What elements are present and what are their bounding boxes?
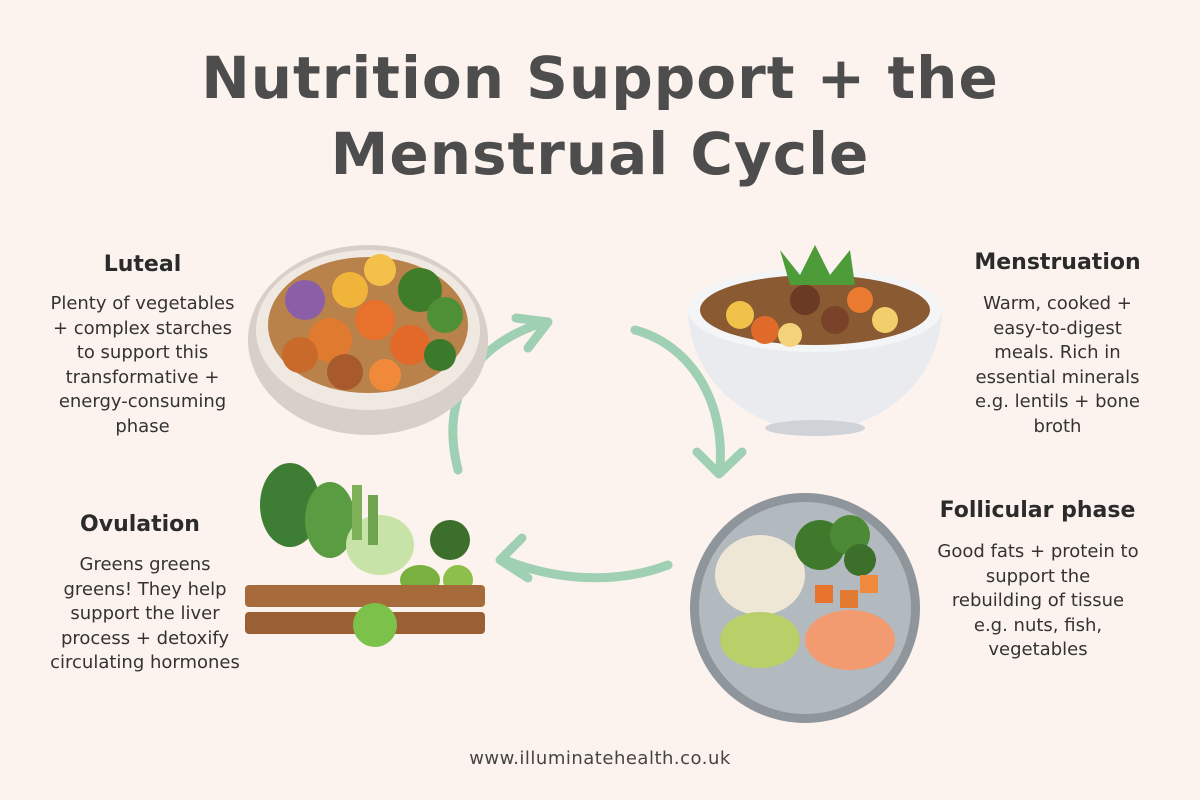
follicular-description: Good fats + protein to support the rebui… [918, 540, 1158, 663]
ovulation-line-4: process + detoxify [60, 627, 230, 649]
follicular-line-2: support the [985, 565, 1091, 587]
luteal-line-4: transformative + [65, 366, 220, 388]
page-title: Nutrition Support + the Menstrual Cycle [0, 40, 1200, 192]
menstruation-line-2: easy-to-digest [993, 317, 1122, 339]
ovulation-heading: Ovulation [80, 512, 200, 537]
website-url: www.illuminatehealth.co.uk [469, 748, 731, 769]
ovulation-description: Greens greens greens! They help support … [20, 553, 270, 676]
luteal-bowl-illustration [248, 245, 488, 435]
ovulation-line-1: Greens greens [79, 554, 211, 575]
luteal-line-6: phase [115, 415, 170, 437]
ovulation-line-2: greens! They help [63, 578, 227, 600]
luteal-line-1: Plenty of vegetables [50, 293, 235, 314]
follicular-plate-illustration [690, 493, 920, 723]
menstruation-line-1: Warm, cooked + [983, 293, 1132, 314]
arrow-luteal-to-menstruation-head [511, 313, 553, 353]
menstruation-line-3: meals. Rich in [994, 342, 1121, 363]
menstruation-description: Warm, cooked + easy-to-digest meals. Ric… [945, 292, 1170, 439]
follicular-line-5: vegetables [988, 639, 1088, 660]
arrow-follicular-to-ovulation [500, 555, 673, 583]
follicular-heading: Follicular phase [939, 498, 1136, 523]
arrow-menstruation-to-follicular [630, 325, 725, 473]
luteal-line-5: energy-consuming [58, 391, 227, 412]
ovulation-crate-illustration [245, 463, 485, 647]
menstruation-bowl-illustration [688, 245, 942, 436]
luteal-heading: Luteal [103, 252, 182, 277]
menstruation-heading: Menstruation [974, 250, 1141, 275]
title-line-2: Menstrual Cycle [330, 120, 870, 188]
arrow-follicular-to-ovulation-head [495, 533, 533, 583]
luteal-description: Plenty of vegetables + complex starches … [20, 292, 265, 439]
menstruation-line-4: essential minerals [975, 366, 1140, 388]
arrow-menstruation-to-follicular-head [692, 447, 747, 479]
ovulation-line-3: support the liver [70, 603, 220, 624]
menstruation-line-5: e.g. lentils + bone [974, 391, 1141, 412]
follicular-line-1: Good fats + protein to [937, 541, 1139, 562]
luteal-line-3: to support this [76, 342, 209, 363]
title-line-1: Nutrition Support + the [201, 44, 999, 112]
menstruation-line-6: broth [1033, 415, 1082, 437]
ovulation-line-5: circulating hormones [50, 652, 240, 673]
follicular-line-3: rebuilding of tissue [951, 590, 1125, 611]
luteal-line-2: + complex starches [52, 317, 233, 339]
follicular-line-4: e.g. nuts, fish, [973, 614, 1103, 636]
